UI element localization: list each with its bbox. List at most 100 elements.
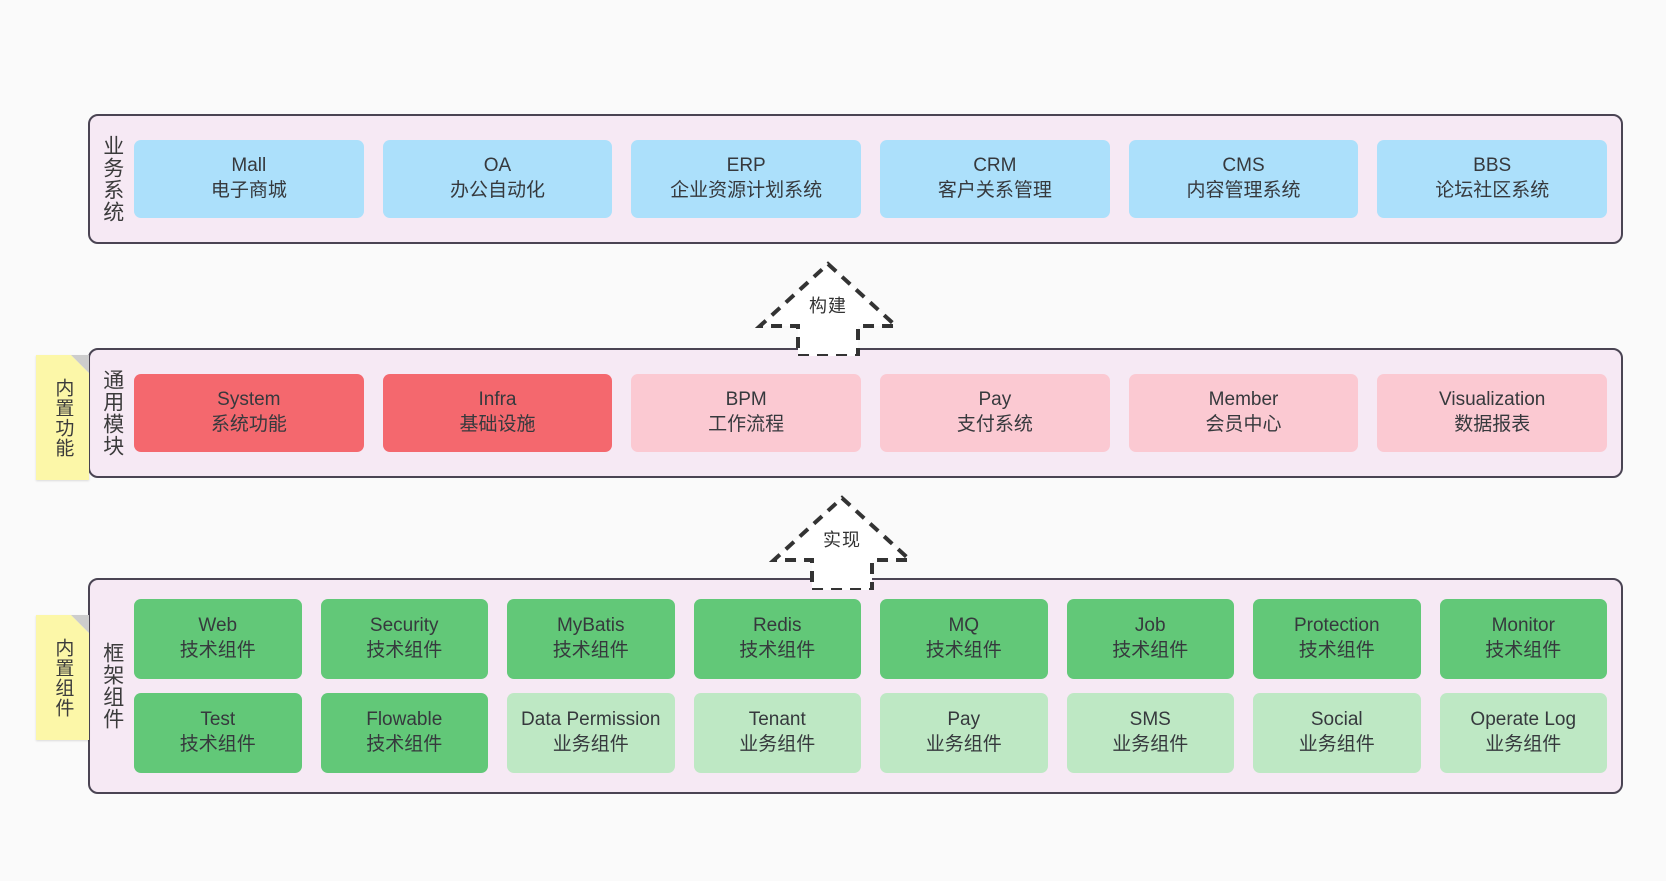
- node-erp[interactable]: ERP 企业资源计划系统: [631, 140, 862, 218]
- node-member[interactable]: Member 会员中心: [1128, 374, 1359, 452]
- node-label-en: CMS: [1222, 155, 1265, 177]
- node-label-cn: 企业资源计划系统: [670, 180, 823, 201]
- sticky-note-builtin-components: 内置组件: [36, 615, 89, 740]
- node-monitor[interactable]: Monitor 技术组件: [1439, 599, 1607, 679]
- node-label-en: BBS: [1473, 155, 1512, 177]
- node-label-cn: 技术组件: [1112, 640, 1189, 661]
- node-label-en: Monitor: [1491, 615, 1555, 637]
- sticky-note-builtin-functions-label: 内置功能: [52, 377, 74, 458]
- node-label-en: MQ: [948, 615, 980, 637]
- node-label-cn: 业务组件: [1112, 734, 1189, 755]
- node-label-cn: 业务组件: [1485, 734, 1562, 755]
- node-label-en: Tenant: [748, 709, 806, 731]
- node-label-cn: 技术组件: [1485, 640, 1562, 661]
- node-label-cn: 客户关系管理: [937, 180, 1052, 201]
- node-tenant[interactable]: Tenant 业务组件: [693, 693, 861, 773]
- node-label-cn: 办公自动化: [450, 180, 546, 201]
- node-label-en: CRM: [973, 155, 1017, 177]
- node-label-cn: 技术组件: [739, 640, 816, 661]
- connector-arrow-build: 构建: [748, 256, 908, 356]
- node-label-en: System: [217, 389, 281, 411]
- layer-business-systems-body: Mall 电子商城 OA 办公自动化 ERP 企业资源计划系统 CRM 客户关系管理 CMS 内容…: [134, 116, 1621, 242]
- sticky-note-builtin-functions: 内置功能: [36, 355, 89, 480]
- layer-business-systems: 业务系统 Mall 电子商城 OA 办公自动化 ERP 企业资源计划系统 CRM 客户关系管理…: [88, 114, 1623, 244]
- node-label-cn: 技术组件: [1298, 640, 1375, 661]
- node-security[interactable]: Security 技术组件: [320, 599, 488, 679]
- node-crm[interactable]: CRM 客户关系管理: [880, 140, 1110, 218]
- node-web[interactable]: Web 技术组件: [134, 599, 302, 679]
- node-label-cn: 技术组件: [366, 734, 443, 755]
- node-label-en: Operate Log: [1470, 709, 1577, 731]
- node-label-cn: 会员中心: [1205, 414, 1282, 435]
- node-label-cn: 工作流程: [708, 414, 785, 435]
- node-redis[interactable]: Redis 技术组件: [693, 599, 861, 679]
- node-label-en: Security: [369, 615, 439, 637]
- node-label-en: Web: [198, 615, 238, 637]
- node-bbs[interactable]: BBS 论坛社区系统: [1377, 140, 1608, 218]
- node-label-cn: 论坛社区系统: [1435, 180, 1550, 201]
- node-sms[interactable]: SMS 业务组件: [1066, 693, 1234, 773]
- node-label-en: Pay: [978, 389, 1012, 411]
- node-label-cn: 业务组件: [552, 734, 629, 755]
- node-label-en: Job: [1134, 615, 1166, 637]
- node-cms[interactable]: CMS 内容管理系统: [1128, 140, 1359, 218]
- node-label-cn: 系统功能: [210, 414, 287, 435]
- node-label-en: Infra: [478, 389, 517, 411]
- node-label-en: Data Permission: [521, 709, 661, 731]
- sticky-note-builtin-components-label: 内置组件: [52, 637, 74, 718]
- node-label-en: ERP: [726, 155, 766, 177]
- layer-framework-components-title: 框架组件: [100, 642, 124, 730]
- node-oa[interactable]: OA 办公自动化: [382, 140, 613, 218]
- node-label-cn: 内容管理系统: [1186, 180, 1301, 201]
- node-flowable[interactable]: Flowable 技术组件: [320, 693, 488, 773]
- node-mall[interactable]: Mall 电子商城: [134, 140, 364, 218]
- node-operate-log[interactable]: Operate Log 业务组件: [1439, 693, 1607, 773]
- node-label-cn: 技术组件: [925, 640, 1002, 661]
- node-job[interactable]: Job 技术组件: [1066, 599, 1234, 679]
- node-mybatis[interactable]: MyBatis 技术组件: [507, 599, 675, 679]
- node-system[interactable]: System 系统功能: [134, 374, 364, 452]
- connector-arrow-implement: 实现: [762, 490, 922, 590]
- node-label-en: Protection: [1293, 615, 1380, 637]
- node-label-cn: 业务组件: [739, 734, 816, 755]
- node-label-cn: 电子商城: [210, 180, 287, 201]
- node-label-en: Member: [1208, 389, 1279, 411]
- node-label-en: MyBatis: [556, 615, 625, 637]
- layer-common-modules-title: 通用模块: [100, 369, 124, 457]
- node-label-cn: 业务组件: [925, 734, 1002, 755]
- node-visualization[interactable]: Visualization 数据报表: [1377, 374, 1608, 452]
- node-label-en: Mall: [231, 155, 267, 177]
- node-label-cn: 数据报表: [1454, 414, 1531, 435]
- node-label-cn: 技术组件: [366, 640, 443, 661]
- node-label-en: OA: [483, 155, 512, 177]
- node-bpm[interactable]: BPM 工作流程: [631, 374, 862, 452]
- node-label-en: Pay: [947, 709, 981, 731]
- node-mq[interactable]: MQ 技术组件: [880, 599, 1048, 679]
- node-label-en: SMS: [1129, 709, 1171, 731]
- layer-business-systems-title: 业务系统: [100, 135, 124, 223]
- node-label-en: Flowable: [366, 709, 443, 731]
- node-label-en: BPM: [725, 389, 767, 411]
- node-label-en: Redis: [752, 615, 802, 637]
- node-pay[interactable]: Pay 支付系统: [880, 374, 1110, 452]
- node-label-en: Test: [200, 709, 236, 731]
- node-label-en: Visualization: [1439, 389, 1546, 411]
- node-row: Mall 电子商城 OA 办公自动化 ERP 企业资源计划系统 CRM 客户关系管理 CMS 内容…: [134, 140, 1608, 218]
- node-data-permission[interactable]: Data Permission 业务组件: [507, 693, 675, 773]
- node-label-en: Social: [1310, 709, 1363, 731]
- node-pay[interactable]: Pay 业务组件: [880, 693, 1048, 773]
- node-label-cn: 支付系统: [956, 414, 1033, 435]
- node-label-cn: 技术组件: [552, 640, 629, 661]
- node-protection[interactable]: Protection 技术组件: [1253, 599, 1421, 679]
- node-label-cn: 技术组件: [179, 640, 256, 661]
